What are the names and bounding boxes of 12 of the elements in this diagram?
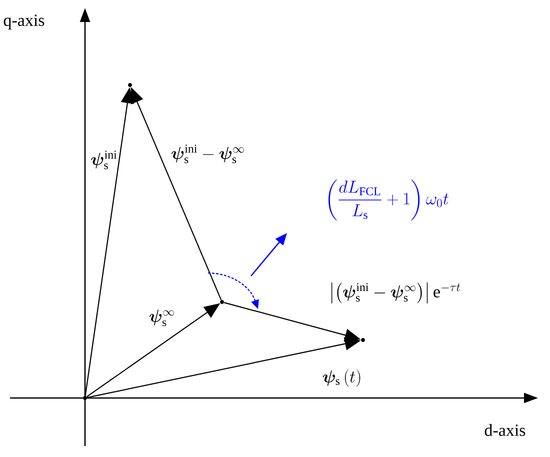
vector-tip — [83, 396, 87, 400]
rotation-formula: $\left(\frac{dL_{\mathrm{FCL}}}{L_{\mathrm{s}}}+1\right)\omega_0 t$ — [328, 180, 448, 220]
vector-tip — [128, 83, 132, 87]
axis-label: d-axis — [484, 424, 526, 436]
vector-label: $\boldsymbol{\psi}_{\mathrm{s}}\left(t\right)$ — [322, 369, 360, 387]
vector-label: $\boldsymbol{\psi}_{\mathrm{s}}^{\mathrm{ini}}$ — [91, 150, 117, 170]
vector-label: $\boldsymbol{\psi}_{\mathrm{s}}^{\infty}$ — [149, 310, 174, 326]
vector-label: $\left|\left(\boldsymbol{\psi}_{\mathrm{s}}^{\mathrm{ini}}-\boldsymbol{\psi}_{\mathrm{s}}^{\infty}\right)\right|\mathrm{e}^{-\tau t}$ — [331, 282, 460, 304]
vector-tip — [220, 300, 224, 304]
vector-tip — [361, 338, 365, 342]
vector-label: $\boldsymbol{\psi}_{\mathrm{s}}^{\mathrm{ini}}-\boldsymbol{\psi}_{\mathrm{s}}^{\infty}$ — [171, 144, 244, 164]
axis-label: q-axis — [4, 14, 44, 30]
